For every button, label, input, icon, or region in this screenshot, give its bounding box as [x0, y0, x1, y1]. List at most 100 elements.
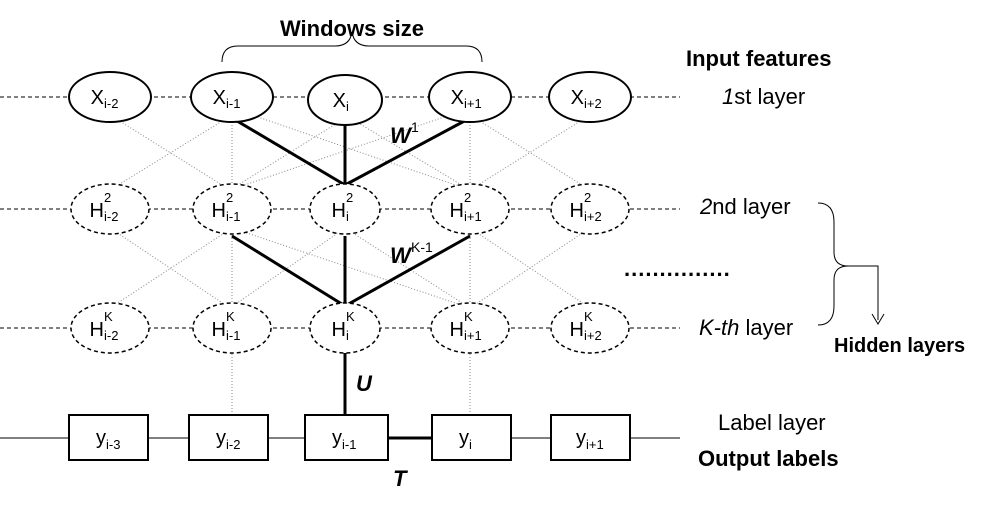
svg-text:i-1: i-1: [226, 209, 240, 224]
hiddenK-node: H K i+2: [550, 302, 630, 354]
hidden-layers-brace: [817, 202, 849, 326]
svg-text:1: 1: [411, 119, 419, 135]
windows-size-label: Windows size: [280, 16, 424, 41]
input-node: X i+2: [548, 71, 632, 123]
svg-text:H: H: [450, 200, 464, 222]
svg-text:i: i: [346, 99, 349, 114]
input-features-label: Input features: [686, 46, 831, 71]
svg-text:H: H: [212, 200, 226, 222]
svg-text:i: i: [346, 209, 349, 224]
svg-text:y: y: [576, 427, 586, 449]
weight-u-label: U: [356, 371, 373, 396]
svg-text:2: 2: [584, 190, 591, 205]
hiddenK-node: H K i+1: [430, 302, 510, 354]
output-node-row: y i-3 y i-2 y i-1 y i y i+1: [68, 414, 631, 461]
svg-text:i-3: i-3: [106, 437, 120, 452]
svg-text:y: y: [96, 427, 106, 449]
output-node: y i-3: [68, 414, 149, 461]
output-node: y i-2: [188, 414, 269, 461]
svg-text:H: H: [90, 200, 104, 222]
hidden2-node: H 2 i: [309, 183, 381, 235]
output-node: y i-1: [304, 414, 389, 461]
ellipsis-dots: ...............: [624, 256, 731, 281]
svg-text:i-2: i-2: [226, 437, 240, 452]
svg-text:i+2: i+2: [584, 209, 602, 224]
svg-text:X: X: [571, 87, 584, 109]
svg-text:i+1: i+1: [464, 209, 482, 224]
hidden2-node: H 2 i+2: [550, 183, 630, 235]
svg-text:2: 2: [226, 190, 233, 205]
hiddenK-node: H K i-2: [70, 302, 150, 354]
weight-t-label: T: [393, 466, 408, 491]
input-node: X i-1: [190, 71, 274, 123]
svg-text:K: K: [464, 309, 473, 324]
svg-text:2: 2: [104, 190, 111, 205]
svg-text:i: i: [469, 437, 472, 452]
svg-text:H: H: [90, 319, 104, 341]
output-node: y i: [431, 414, 512, 461]
kth-layer-label: K-th layer: [699, 315, 793, 340]
svg-text:X: X: [451, 87, 464, 109]
svg-text:W: W: [390, 123, 413, 148]
hiddenK-node: H K i-1: [192, 302, 272, 354]
svg-text:2: 2: [464, 190, 471, 205]
svg-text:H: H: [212, 319, 226, 341]
svg-text:K: K: [584, 309, 593, 324]
output-labels-label: Output labels: [698, 446, 839, 471]
svg-text:H: H: [450, 319, 464, 341]
svg-text:y: y: [216, 427, 226, 449]
svg-text:H: H: [570, 319, 584, 341]
svg-text:X: X: [91, 87, 104, 109]
svg-text:i-1: i-1: [226, 96, 240, 111]
thin-connections-layer1: [109, 114, 591, 191]
thin-connections-output: [231, 348, 471, 418]
svg-text:2: 2: [346, 190, 353, 205]
svg-text:K: K: [104, 309, 113, 324]
weight-wk-label: W K-1: [390, 239, 433, 268]
hiddenK-node: H K i: [309, 302, 381, 354]
hiddenK-node-row: H K i-2 H K i-1 H K i H K i+1 H K i+2: [70, 302, 630, 354]
input-node-row: X i-2 X i-1 X i X i+1 X i+2: [68, 71, 632, 126]
svg-text:H: H: [570, 200, 584, 222]
hidden2-node-row: H 2 i-2 H 2 i-1 H 2 i H 2 i+1 H 2 i+2: [70, 183, 630, 235]
svg-text:W: W: [390, 243, 413, 268]
windows-size-brace: [221, 31, 483, 63]
svg-text:i+2: i+2: [584, 328, 602, 343]
svg-text:y: y: [459, 427, 469, 449]
svg-text:i-2: i-2: [104, 328, 118, 343]
input-node: X i-2: [68, 71, 152, 123]
weight-w1-label: W 1: [390, 119, 419, 148]
svg-text:X: X: [333, 90, 346, 112]
svg-text:i+2: i+2: [584, 96, 602, 111]
svg-text:K: K: [226, 309, 235, 324]
svg-text:i+1: i+1: [586, 437, 604, 452]
second-layer-label: 2nd layer: [699, 194, 791, 219]
wk-connections: [231, 234, 471, 308]
svg-text:H: H: [332, 200, 346, 222]
hidden-layers-arrow: [848, 265, 879, 320]
svg-text:K: K: [346, 309, 355, 324]
hidden2-node: H 2 i-1: [192, 183, 272, 235]
hidden-layers-label: Hidden layers: [834, 335, 965, 357]
svg-text:X: X: [213, 87, 226, 109]
first-layer-label: 1st layer: [722, 84, 805, 109]
svg-text:i-2: i-2: [104, 209, 118, 224]
output-node: y i+1: [550, 414, 631, 461]
label-layer-label: Label layer: [718, 410, 826, 435]
svg-text:i+1: i+1: [464, 96, 482, 111]
hidden2-node: H 2 i+1: [430, 183, 510, 235]
svg-text:i: i: [346, 328, 349, 343]
thin-connections-layerK: [109, 227, 591, 309]
svg-text:i-1: i-1: [342, 437, 356, 452]
svg-text:K-1: K-1: [411, 239, 433, 255]
input-node: X i: [307, 74, 383, 126]
svg-text:i+1: i+1: [464, 328, 482, 343]
hidden2-node: H 2 i-2: [70, 183, 150, 235]
w1-connections: [231, 116, 471, 187]
svg-text:y: y: [332, 427, 342, 449]
svg-text:H: H: [332, 319, 346, 341]
arrow-head-icon: [871, 313, 885, 325]
svg-text:i-1: i-1: [226, 328, 240, 343]
svg-text:i-2: i-2: [104, 96, 118, 111]
